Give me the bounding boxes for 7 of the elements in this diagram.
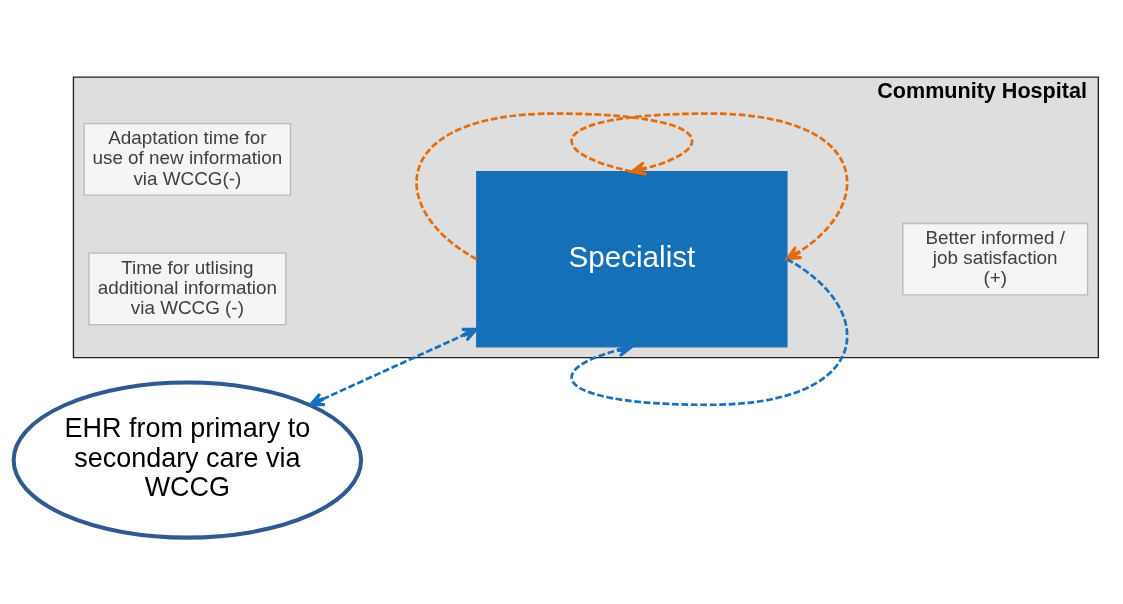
node-box: Better informed / job satisfaction (+) <box>902 222 1089 296</box>
node-box: Adaptation time for use of new information via WCCG(-) <box>83 123 292 196</box>
node-box: Time for utlising additional information via WCCG (-) <box>88 252 287 326</box>
node-box: Specialist <box>476 170 788 348</box>
arrow <box>570 112 849 261</box>
node-ellipse: EHR from primary to secondary care via WCCG <box>11 380 364 540</box>
arrow <box>308 327 478 407</box>
